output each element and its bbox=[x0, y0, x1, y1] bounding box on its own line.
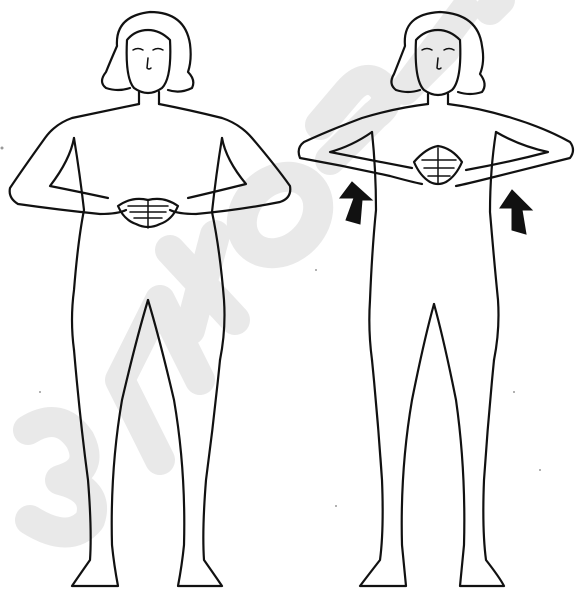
arrow-up-right-icon bbox=[500, 190, 532, 234]
arrow-up-left-icon bbox=[340, 182, 372, 224]
watermark bbox=[28, 0, 500, 533]
